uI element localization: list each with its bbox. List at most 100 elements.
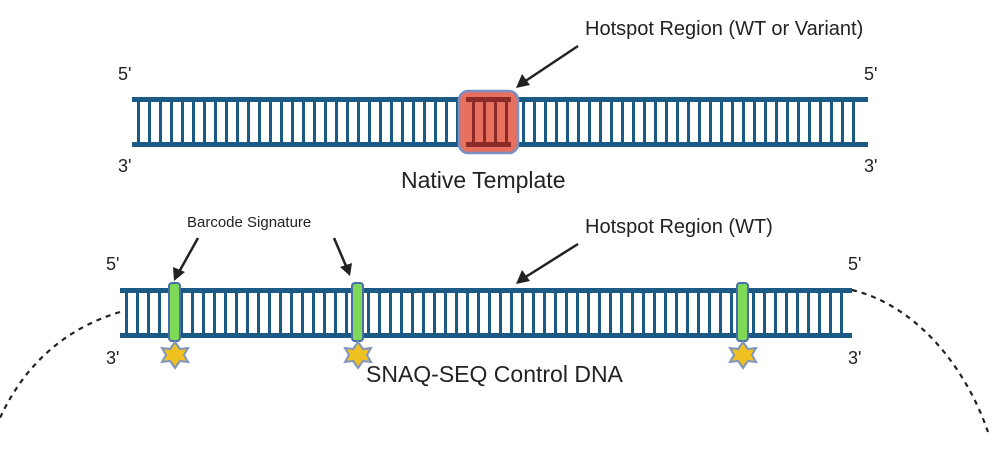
base-pair-rung <box>181 102 184 142</box>
base-pair-rung <box>214 102 217 142</box>
base-pair-rung <box>609 293 612 333</box>
base-pair-rung <box>411 293 414 333</box>
base-pair-rung <box>544 102 547 142</box>
base-pair-rung <box>829 293 832 333</box>
base-pair-rung <box>577 102 580 142</box>
base-pair-rung <box>676 102 679 142</box>
base-pair-rung <box>202 293 205 333</box>
base-pair-rung <box>412 102 415 142</box>
base-pair-rung <box>302 102 305 142</box>
base-pair-rung <box>258 102 261 142</box>
base-pair-rung <box>488 293 491 333</box>
base-pair-rung <box>378 293 381 333</box>
base-pair-rung <box>137 102 140 142</box>
base-pair-rung <box>599 102 602 142</box>
base-pair-rung <box>334 293 337 333</box>
base-pair-rung <box>280 102 283 142</box>
base-pair-rung <box>786 102 789 142</box>
star-icon <box>160 340 190 370</box>
base-pair-rung <box>510 293 513 333</box>
base-pair-rung <box>664 293 667 333</box>
base-pair-rung <box>532 293 535 333</box>
base-pair-rung <box>323 293 326 333</box>
base-pair-rung <box>819 102 822 142</box>
base-pair-rung <box>324 102 327 142</box>
base-pair-rung <box>290 293 293 333</box>
base-pair-rung <box>235 293 238 333</box>
base-pair-rung <box>675 293 678 333</box>
base-pair-rung <box>367 293 370 333</box>
base-pair-rung <box>434 102 437 142</box>
base-pair-rung <box>455 293 458 333</box>
barcode-marker <box>168 282 181 342</box>
base-pair-rung <box>643 102 646 142</box>
base-pair-rung <box>543 293 546 333</box>
base-pair-rung <box>698 102 701 142</box>
base-pair-rung <box>279 293 282 333</box>
base-pair-rung <box>830 102 833 142</box>
barcode-marker <box>351 282 364 342</box>
base-pair-rung <box>422 293 425 333</box>
base-pair-rung <box>576 293 579 333</box>
native-top-left-end-label: 5' <box>118 64 131 84</box>
barcode-marker <box>736 282 749 342</box>
control-top-left-end-label: 5' <box>106 254 119 274</box>
base-pair-rung <box>719 293 722 333</box>
base-pair-rung <box>224 293 227 333</box>
base-pair-rung <box>357 102 360 142</box>
base-pair-rung <box>389 293 392 333</box>
base-pair-rung <box>477 293 480 333</box>
base-pair-rung <box>247 102 250 142</box>
native-hotspot-rung <box>472 102 475 142</box>
base-pair-rung <box>159 102 162 142</box>
base-pair-rung <box>180 293 183 333</box>
base-pair-rung <box>598 293 601 333</box>
base-pair-rung <box>246 293 249 333</box>
base-pair-rung <box>752 293 755 333</box>
control-rungs <box>125 293 843 333</box>
base-pair-rung <box>753 102 756 142</box>
control-hotspot-label: Hotspot Region (WT) <box>585 216 773 238</box>
base-pair-rung <box>390 102 393 142</box>
base-pair-rung <box>269 102 272 142</box>
base-pair-rung <box>841 102 844 142</box>
native-hotspot-arrow <box>516 44 579 88</box>
base-pair-rung <box>763 293 766 333</box>
base-pair-rung <box>423 102 426 142</box>
base-pair-rung <box>444 293 447 333</box>
star-icon <box>343 340 373 370</box>
base-pair-rung <box>808 102 811 142</box>
control-top-right-end-label: 5' <box>848 254 861 274</box>
base-pair-rung <box>742 102 745 142</box>
base-pair-rung <box>522 102 525 142</box>
base-pair-rung <box>335 102 338 142</box>
native-template-title: Native Template <box>401 167 566 193</box>
base-pair-rung <box>554 293 557 333</box>
base-pair-rung <box>588 102 591 142</box>
base-pair-rung <box>301 293 304 333</box>
control-dna-title: SNAQ-SEQ Control DNA <box>366 361 624 387</box>
base-pair-rung <box>533 102 536 142</box>
base-pair-rung <box>191 293 194 333</box>
base-pair-rung <box>257 293 260 333</box>
base-pair-rung <box>785 293 788 333</box>
base-pair-rung <box>368 102 371 142</box>
base-pair-rung <box>445 102 448 142</box>
base-pair-rung <box>566 102 569 142</box>
base-pair-rung <box>720 102 723 142</box>
base-pair-rung <box>225 102 228 142</box>
native-bottom-right-end-label: 3' <box>864 156 877 176</box>
base-pair-rung <box>852 102 855 142</box>
base-pair-rung <box>620 293 623 333</box>
barcode-arrow-left <box>173 237 200 281</box>
barcode-signature-label: Barcode Signature <box>187 214 311 231</box>
base-pair-rung <box>775 102 778 142</box>
base-pair-rung <box>686 293 689 333</box>
native-bottom-left-end-label: 3' <box>118 156 131 176</box>
base-pair-rung <box>170 102 173 142</box>
base-pair-rung <box>818 293 821 333</box>
base-pair-rung <box>665 102 668 142</box>
native-hotspot-rung <box>483 102 486 142</box>
base-pair-rung <box>499 293 502 333</box>
